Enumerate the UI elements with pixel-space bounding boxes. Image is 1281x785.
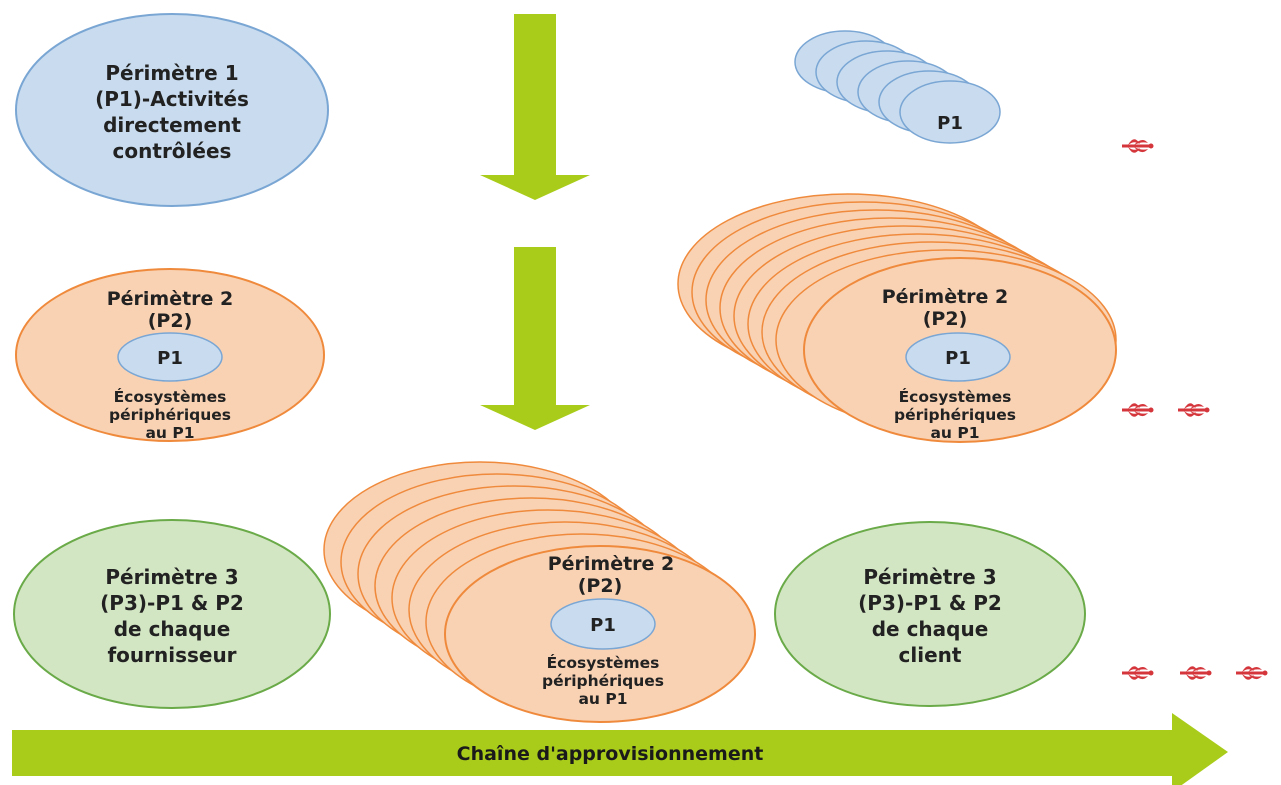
down-arrow-2 <box>480 247 590 430</box>
p2-left-eco-1: Écosystèmes <box>114 387 227 406</box>
perimeter-3-supplier: Périmètre 3 (P3)-P1 & P2 de chaque fourn… <box>13 519 331 709</box>
p3-supplier-line-1: Périmètre 3 <box>105 565 238 589</box>
dragonfly-icon <box>1234 664 1269 682</box>
dragonfly-icon <box>1176 401 1211 419</box>
perimeter-2-right-stack: Périmètre 2 (P2) P1 Écosystèmes périphér… <box>677 193 1117 443</box>
p1-stack: P1 <box>794 30 1001 144</box>
perimeter-3-client: Périmètre 3 (P3)-P1 & P2 de chaque clien… <box>774 521 1086 707</box>
p3-supplier-line-3: de chaque <box>114 617 231 641</box>
p2-center-p1-circle <box>550 598 656 650</box>
p2-center-eco-3: au P1 <box>578 690 627 708</box>
p2-right-title-1: Périmètre 2 <box>882 286 1009 308</box>
p3-supplier-line-2: (P3)-P1 & P2 <box>100 591 244 615</box>
dragonfly-icon <box>1120 664 1155 682</box>
p3-client-line-3: de chaque <box>872 617 989 641</box>
dragonfly-icon <box>1120 401 1155 419</box>
supply-chain-label: Chaîne d'approvisionnement <box>457 743 764 765</box>
p3-client-line-4: client <box>899 643 962 667</box>
supply-chain-arrow: Chaîne d'approvisionnement <box>12 713 1228 785</box>
p2-left-eco-3: au P1 <box>145 424 194 442</box>
perimeter-2-center-stack: Périmètre 2 (P2) P1 Écosystèmes périphér… <box>323 461 756 723</box>
p2-left-eco-2: périphériques <box>109 406 231 424</box>
p3-client-line-2: (P3)-P1 & P2 <box>858 591 1002 615</box>
p2-left-p1-label: P1 <box>157 348 183 369</box>
perimeter-2-left: Périmètre 2 (P2) P1 Écosystèmes périphér… <box>15 268 325 442</box>
p2-right-p1-circle <box>905 332 1011 382</box>
down-arrow-1 <box>480 14 590 200</box>
p1-line-3: directement <box>103 113 241 137</box>
p1-line-4: contrôlées <box>113 139 232 163</box>
p2-right-eco-2: périphériques <box>894 406 1016 424</box>
p2-center-p1-label: P1 <box>590 615 616 636</box>
p2-left-title-2: (P2) <box>148 310 193 332</box>
p1-stack-label: P1 <box>937 113 963 134</box>
p2-center-eco-1: Écosystèmes <box>547 653 660 672</box>
perimeter-1-circle: Périmètre 1 (P1)-Activités directement c… <box>15 13 329 207</box>
p3-supplier-line-4: fournisseur <box>107 643 236 667</box>
dragonfly-icon <box>1120 137 1155 155</box>
p2-center-title-2: (P2) <box>578 575 623 597</box>
p1-line-2: (P1)-Activités <box>95 87 249 111</box>
p2-left-title-1: Périmètre 2 <box>107 288 234 310</box>
p2-center-eco-2: périphériques <box>542 672 664 690</box>
p2-right-title-2: (P2) <box>923 308 968 330</box>
p1-line-1: Périmètre 1 <box>105 61 238 85</box>
p3-client-line-1: Périmètre 3 <box>863 565 996 589</box>
p2-right-p1-label: P1 <box>945 348 971 369</box>
p2-right-eco-3: au P1 <box>930 424 979 442</box>
p2-right-eco-1: Écosystèmes <box>899 387 1012 406</box>
p2-center-title-1: Périmètre 2 <box>548 553 675 575</box>
p2-left-p1-circle <box>117 332 223 382</box>
dragonfly-icon <box>1178 664 1213 682</box>
